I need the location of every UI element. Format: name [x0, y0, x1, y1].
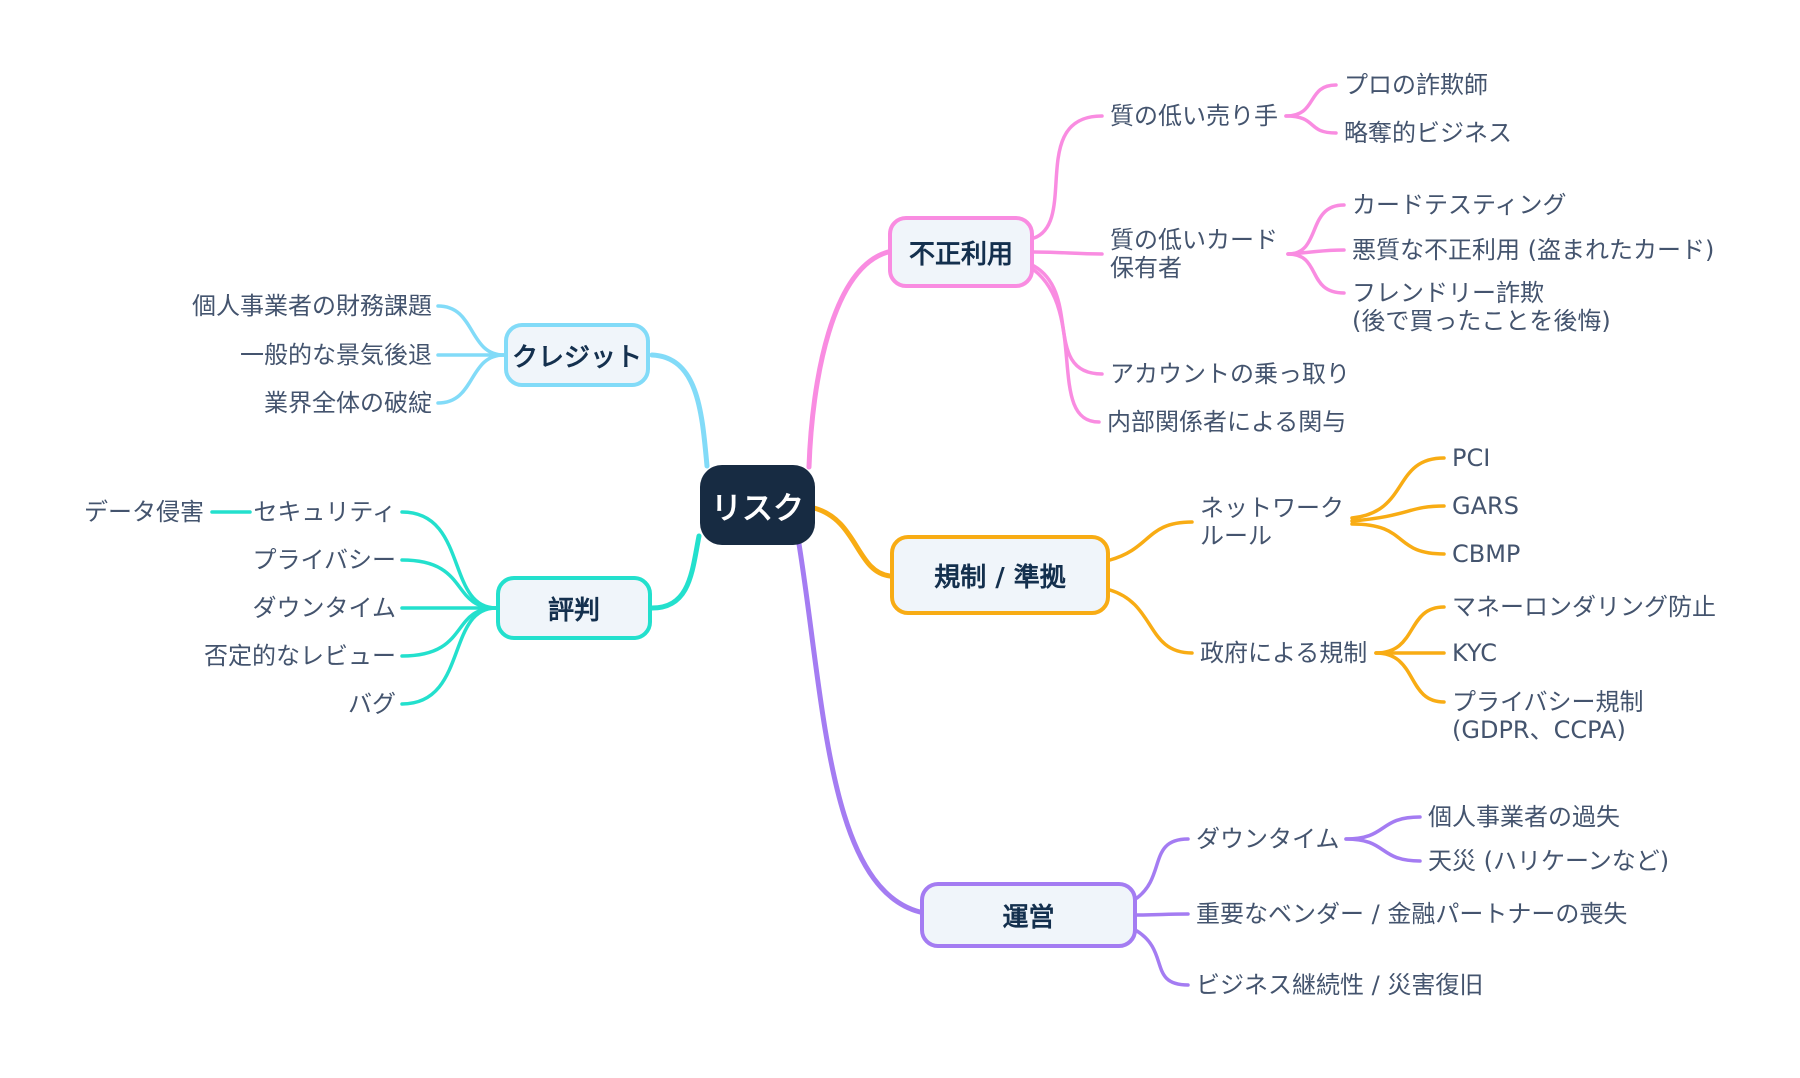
label-regulation-privacy-gdpr-ccpa[interactable]: プライバシー規制 (GDPR、CCPA): [1452, 688, 1644, 744]
label-credit-sole-proprietor-finance[interactable]: 個人事業者の財務課題: [192, 292, 432, 320]
label-fraud-friendly-fraud[interactable]: フレンドリー詐欺 (後で買ったことを後悔): [1352, 279, 1611, 335]
connector-root-operations: [796, 541, 923, 915]
connector-fraud-0: [1032, 114, 1104, 240]
connector-fraud-1-0: [1286, 203, 1346, 256]
label-fraud-predatory-business[interactable]: 略奪的ビジネス: [1344, 119, 1512, 147]
connector-root-fraud: [806, 249, 891, 470]
connector-regulation-0-2: [1350, 522, 1446, 556]
connector-fraud-1: [1032, 250, 1104, 256]
label-fraud-low-quality-cardholders[interactable]: 質の低いカード 保有者: [1110, 226, 1278, 282]
branch-node-reputation[interactable]: 評判: [496, 576, 652, 640]
branch-node-operations[interactable]: 運営: [920, 882, 1137, 948]
label-regulation-cbmp[interactable]: CBMP: [1452, 540, 1521, 568]
label-reputation-bugs[interactable]: バグ: [348, 690, 396, 718]
label-fraud-card-testing[interactable]: カードテスティング: [1352, 191, 1567, 219]
connector-operations-0: [1135, 837, 1190, 900]
connector-reputation-4: [400, 606, 498, 706]
label-regulation-government[interactable]: 政府による規制: [1200, 639, 1368, 667]
connector-fraud-3: [1032, 268, 1101, 424]
label-fraud-insider-involvement[interactable]: 内部関係者による関与: [1107, 408, 1347, 436]
label-operations-downtime[interactable]: ダウンタイム: [1196, 825, 1340, 853]
label-operations-business-continuity[interactable]: ビジネス継続性 / 災害復旧: [1196, 971, 1484, 999]
branch-node-regulation[interactable]: 規制 / 準拠: [890, 535, 1110, 615]
label-credit-industry-collapse[interactable]: 業界全体の破綻: [264, 389, 432, 417]
connector-regulation-1-2: [1374, 651, 1446, 704]
connector-root-credit: [649, 352, 710, 469]
label-reputation-privacy[interactable]: プライバシー: [252, 546, 396, 574]
connector-fraud-0-1: [1284, 114, 1338, 135]
label-operations-vendor-loss[interactable]: 重要なベンダー / 金融パートナーの喪失: [1196, 900, 1628, 928]
label-fraud-professional-scammers[interactable]: プロの詐欺師: [1344, 71, 1488, 99]
connector-credit-0: [436, 304, 506, 357]
root-node-risk[interactable]: リスク: [700, 465, 815, 545]
label-credit-general-recession[interactable]: 一般的な景気後退: [240, 341, 432, 369]
connector-fraud-0-0: [1284, 83, 1338, 118]
connector-root-reputation: [649, 533, 702, 611]
label-fraud-malicious-stolen-cards[interactable]: 悪質な不正利用 (盗まれたカード): [1352, 236, 1715, 264]
connector-operations-0-0: [1344, 815, 1422, 841]
branch-node-credit[interactable]: クレジット: [504, 323, 650, 387]
label-reputation-downtime[interactable]: ダウンタイム: [252, 594, 396, 622]
label-reputation-negative-reviews[interactable]: 否定的なレビュー: [204, 642, 396, 670]
connector-credit-2: [436, 353, 506, 405]
connector-fraud-1-2: [1286, 252, 1346, 295]
label-regulation-pci[interactable]: PCI: [1452, 444, 1491, 472]
connector-regulation-0: [1108, 520, 1194, 562]
connector-regulation-0-1: [1350, 504, 1446, 523]
connector-root-regulation: [811, 505, 893, 579]
connector-regulation-1: [1108, 588, 1194, 655]
connector-operations-1: [1135, 912, 1190, 917]
label-regulation-network-rules[interactable]: ネットワーク ルール: [1200, 494, 1344, 550]
connector-reputation-3: [400, 606, 498, 658]
label-regulation-kyc[interactable]: KYC: [1452, 639, 1497, 667]
connector-operations-0-1: [1344, 837, 1422, 863]
label-fraud-low-quality-sellers[interactable]: 質の低い売り手: [1110, 102, 1278, 130]
connector-regulation-1-0: [1374, 605, 1446, 655]
label-regulation-aml[interactable]: マネーロンダリング防止: [1452, 593, 1716, 621]
connector-operations-2: [1135, 929, 1190, 987]
label-reputation-security[interactable]: セキュリティ: [253, 498, 396, 526]
connector-reputation-1: [400, 558, 498, 610]
label-reputation-data-breach[interactable]: データ侵害: [84, 498, 204, 526]
label-fraud-account-takeover[interactable]: アカウントの乗っ取り: [1110, 360, 1350, 388]
label-operations-sole-proprietor-negligence[interactable]: 個人事業者の過失: [1428, 803, 1620, 831]
label-operations-natural-disaster[interactable]: 天災 (ハリケーンなど): [1428, 847, 1670, 875]
connector-regulation-0-0: [1350, 456, 1446, 520]
label-regulation-gars[interactable]: GARS: [1452, 492, 1519, 520]
branch-node-fraud[interactable]: 不正利用: [888, 216, 1034, 288]
